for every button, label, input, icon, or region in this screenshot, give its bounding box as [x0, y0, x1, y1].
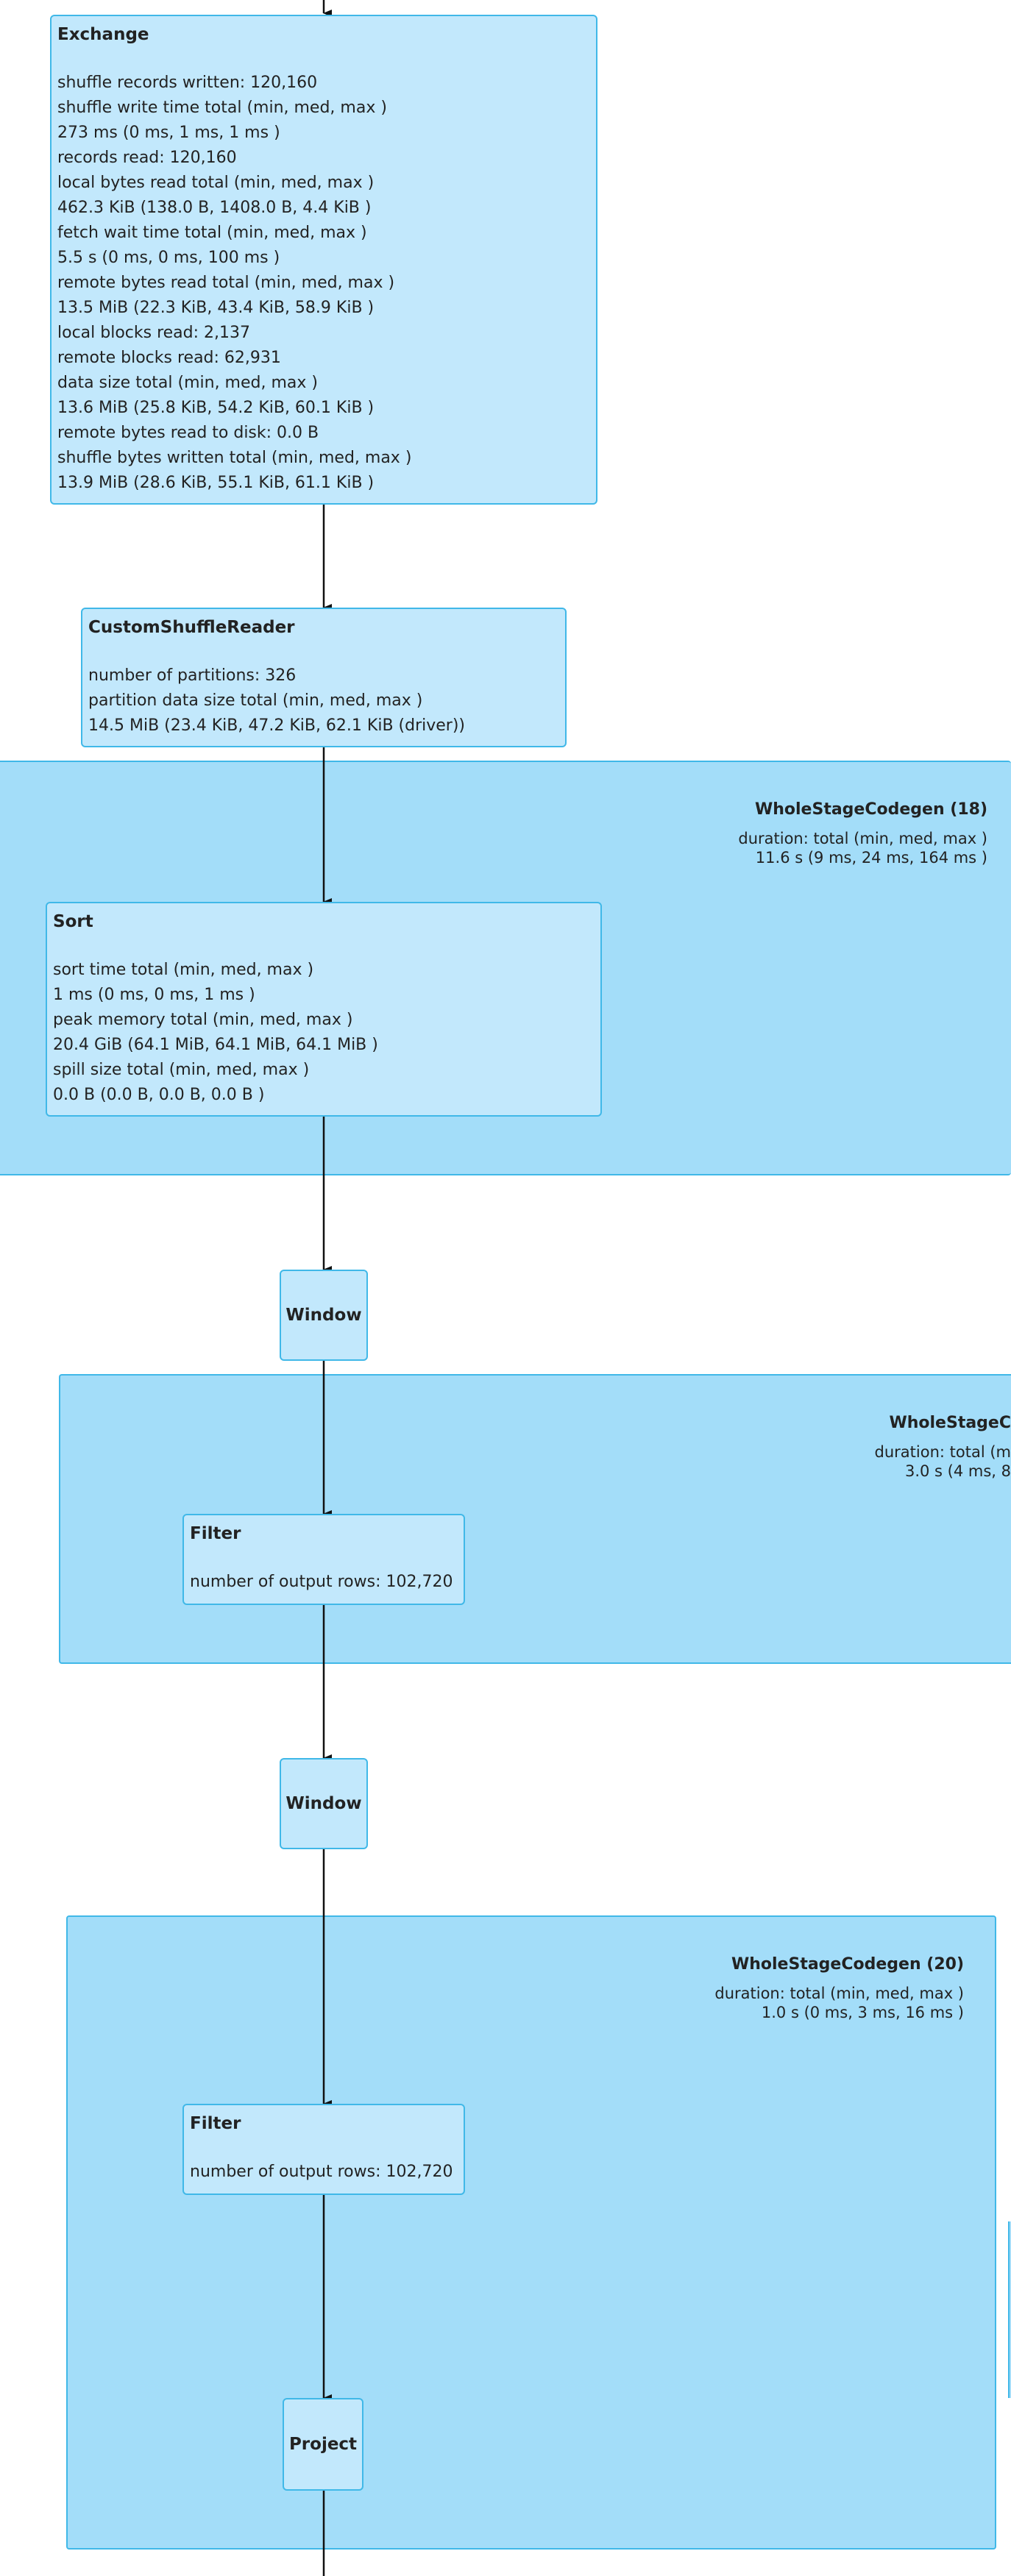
metric-line: local blocks read: 2,137: [57, 324, 251, 342]
metric-line: remote bytes read total (min, med, max ): [57, 274, 395, 292]
node-window[interactable]: Window: [280, 1270, 368, 1361]
node-window[interactable]: Window: [280, 1758, 368, 1849]
metric-line: shuffle bytes written total (min, med, m…: [57, 449, 412, 467]
cluster-title: WholeStageCodegen (18): [754, 800, 987, 819]
metric-line: remote bytes read to disk: 0.0 B: [57, 424, 319, 442]
node-title: CustomShuffleReader: [88, 618, 295, 637]
node-title: Filter: [190, 2114, 241, 2133]
metric-line: number of partitions: 326: [88, 666, 297, 685]
metric-line: sort time total (min, med, max ): [53, 961, 314, 979]
cluster-title: WholeStageCodegen (20): [731, 1955, 964, 1974]
node-title: Window: [285, 1306, 362, 1325]
metric-line: 0.0 B (0.0 B, 0.0 B, 0.0 B ): [53, 1086, 265, 1104]
cluster-wholestagecodegen-20[interactable]: WholeStageCodegen (20) duration: total (…: [66, 1915, 996, 2550]
adjacent-cluster-edge: [1008, 2221, 1011, 2398]
node-title: Sort: [53, 912, 93, 931]
metric-line: fetch wait time total (min, med, max ): [57, 224, 367, 242]
metric-line: remote blocks read: 62,931: [57, 349, 281, 367]
node-filter[interactable]: Filter number of output rows: 102,720: [182, 2104, 465, 2195]
metric-line: local bytes read total (min, med, max ): [57, 174, 375, 192]
cluster-duration-value: 3.0 s (4 ms, 8: [904, 1462, 1011, 1480]
cluster-header: WholeStageC duration: total (m 3.0 s (4 …: [875, 1412, 1011, 1480]
metric-line: 20.4 GiB (64.1 MiB, 64.1 MiB, 64.1 MiB ): [53, 1036, 378, 1054]
metric-line: number of output rows: 102,720: [190, 2163, 453, 2181]
node-title: Window: [285, 1794, 362, 1813]
cluster-duration-label: duration: total (min, med, max ): [738, 830, 987, 847]
node-title: Project: [288, 2435, 358, 2454]
node-sort[interactable]: Sort sort time total (min, med, max ) 1 …: [46, 902, 602, 1117]
metric-line: shuffle write time total (min, med, max …: [57, 99, 387, 117]
metric-line: partition data size total (min, med, max…: [88, 691, 423, 710]
node-customshufflereader[interactable]: CustomShuffleReader number of partitions…: [81, 608, 567, 747]
metric-line: 5.5 s (0 ms, 0 ms, 100 ms ): [57, 249, 280, 267]
node-exchange[interactable]: Exchange shuffle records written: 120,16…: [50, 15, 597, 505]
node-title: Exchange: [57, 25, 149, 44]
metric-line: records read: 120,160: [57, 149, 237, 167]
metric-line: 13.5 MiB (22.3 KiB, 43.4 KiB, 58.9 KiB ): [57, 299, 375, 317]
cluster-header: WholeStageCodegen (18) duration: total (…: [738, 799, 987, 867]
metric-line: data size total (min, med, max ): [57, 374, 318, 392]
metric-line: shuffle records written: 120,160: [57, 74, 318, 92]
cluster-title: WholeStageC: [889, 1414, 1011, 1432]
metric-line: 273 ms (0 ms, 1 ms, 1 ms ): [57, 124, 280, 142]
metric-line: 13.6 MiB (25.8 KiB, 54.2 KiB, 60.1 KiB ): [57, 399, 375, 417]
cluster-duration-label: duration: total (m: [874, 1443, 1011, 1461]
metric-line: peak memory total (min, med, max ): [53, 1011, 353, 1029]
cluster-duration-value: 1.0 s (0 ms, 3 ms, 16 ms ): [761, 2004, 964, 2021]
metric-line: 1 ms (0 ms, 0 ms, 1 ms ): [53, 986, 255, 1004]
cluster-header: WholeStageCodegen (20) duration: total (…: [714, 1954, 964, 2021]
cluster-duration-label: duration: total (min, med, max ): [714, 1985, 964, 2002]
node-title: Filter: [190, 1524, 241, 1543]
metric-line: 13.9 MiB (28.6 KiB, 55.1 KiB, 61.1 KiB ): [57, 474, 375, 492]
metric-line: spill size total (min, med, max ): [53, 1061, 310, 1079]
metric-line: 462.3 KiB (138.0 B, 1408.0 B, 4.4 KiB ): [57, 199, 372, 217]
node-project[interactable]: Project: [283, 2398, 363, 2491]
node-filter[interactable]: Filter number of output rows: 102,720: [182, 1514, 465, 1605]
metric-line: number of output rows: 102,720: [190, 1573, 453, 1591]
cluster-duration-value: 11.6 s (9 ms, 24 ms, 164 ms ): [755, 849, 987, 867]
metric-line: 14.5 MiB (23.4 KiB, 47.2 KiB, 62.1 KiB (…: [88, 716, 466, 735]
